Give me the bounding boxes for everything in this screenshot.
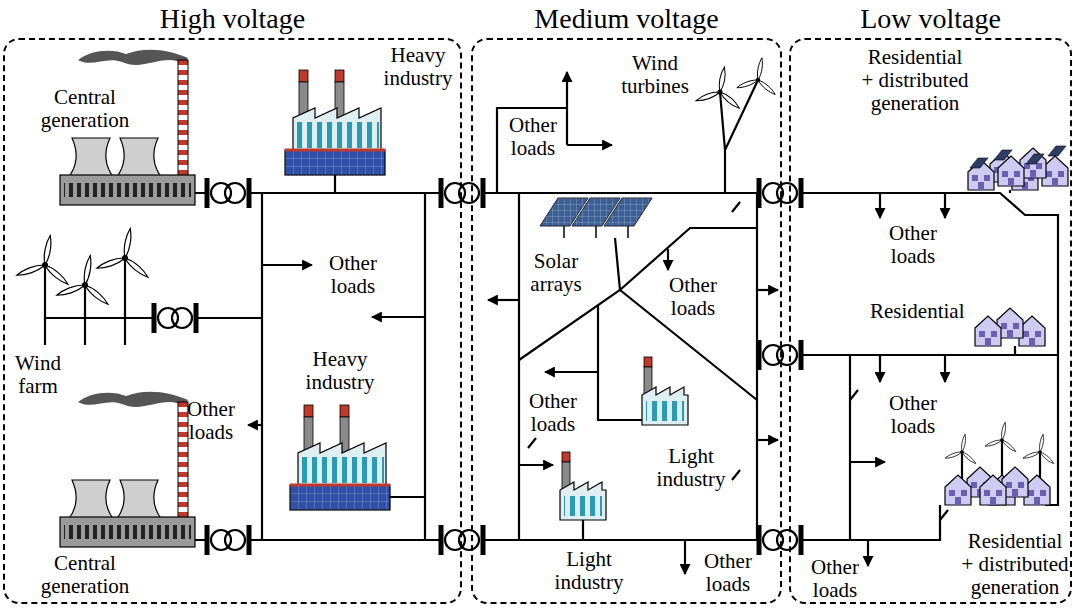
lv-network bbox=[801, 354, 1058, 356]
mv-network bbox=[598, 305, 642, 420]
lv-network bbox=[879, 355, 881, 382]
component-label: Wind turbines bbox=[615, 52, 695, 98]
mv-network bbox=[759, 178, 801, 208]
hv-network bbox=[290, 405, 390, 510]
mv-network bbox=[483, 57, 801, 574]
lv-network bbox=[867, 540, 869, 566]
mv-network bbox=[488, 299, 519, 301]
component-label: Other loads bbox=[878, 392, 948, 438]
wind-houses-icon bbox=[945, 434, 977, 465]
component-label: Other loads bbox=[878, 222, 948, 268]
solar-array-icon bbox=[564, 226, 628, 238]
wind-turbines-icon bbox=[695, 66, 741, 110]
component-label: Light industry bbox=[548, 548, 630, 594]
mv-network bbox=[528, 202, 740, 480]
lv-network bbox=[801, 355, 940, 540]
hv-network bbox=[195, 175, 441, 540]
hv-network bbox=[154, 303, 196, 333]
wind-houses-icon bbox=[985, 422, 1017, 453]
lv-network bbox=[879, 193, 881, 218]
component-label: Light industry bbox=[650, 445, 732, 491]
component-label: Residential + distributed generation bbox=[960, 530, 1070, 599]
component-label: Other loads bbox=[660, 274, 726, 320]
component-label: Other loads bbox=[800, 556, 870, 602]
mv-network bbox=[519, 228, 757, 360]
wind-houses-icon bbox=[1023, 434, 1055, 465]
lv-network bbox=[944, 193, 946, 218]
hv-network bbox=[45, 318, 441, 540]
lv-network bbox=[1009, 190, 1011, 193]
mv-network bbox=[560, 452, 606, 520]
hv-network bbox=[441, 178, 483, 208]
solar-array-icon bbox=[604, 198, 652, 226]
mv-network bbox=[582, 520, 584, 540]
lv-network bbox=[1014, 346, 1016, 355]
hv-network bbox=[207, 178, 249, 208]
wind-houses-icon bbox=[980, 467, 1050, 505]
mv-network bbox=[567, 144, 612, 146]
hv-network bbox=[248, 424, 262, 426]
mv-network bbox=[545, 371, 598, 373]
region-heading: Medium voltage bbox=[473, 3, 780, 35]
component-label: Residential bbox=[870, 300, 964, 323]
wind-turbines-icon bbox=[695, 57, 776, 193]
wind-turbines-icon bbox=[736, 57, 776, 95]
solar-houses-icon bbox=[1048, 146, 1066, 156]
lv-network bbox=[975, 308, 1045, 346]
component-label: Wind farm bbox=[8, 352, 68, 398]
lv-network bbox=[944, 355, 946, 382]
solar-houses-icon bbox=[968, 146, 1068, 190]
wind-farm-icon bbox=[16, 228, 150, 345]
component-label: Other loads bbox=[500, 114, 566, 160]
mv-network bbox=[483, 193, 757, 540]
hv-network bbox=[60, 392, 195, 547]
mv-network bbox=[642, 357, 688, 425]
mv-network bbox=[667, 249, 669, 270]
hv-network bbox=[16, 50, 483, 555]
mv-network bbox=[519, 464, 553, 466]
hv-network bbox=[207, 525, 249, 555]
wind-farm-icon bbox=[56, 255, 110, 306]
component-label: Other loads bbox=[318, 252, 388, 298]
wind-farm-icon bbox=[16, 235, 70, 286]
wind-farm-icon bbox=[96, 228, 150, 279]
component-label: Central generation bbox=[30, 86, 140, 132]
component-label: Other loads bbox=[693, 550, 763, 596]
component-label: Heavy industry bbox=[378, 44, 458, 90]
mv-network bbox=[759, 340, 801, 370]
solar-array-icon bbox=[540, 198, 652, 238]
hv-network bbox=[285, 70, 385, 175]
component-label: Heavy industry bbox=[300, 348, 380, 394]
component-label: Solar arrays bbox=[522, 250, 590, 296]
component-label: Central generation bbox=[30, 552, 140, 598]
mv-network bbox=[566, 72, 568, 108]
component-label: Residential + distributed generation bbox=[860, 46, 970, 115]
lv-network bbox=[801, 193, 1058, 505]
mv-network bbox=[497, 108, 567, 193]
region-heading: Low voltage bbox=[791, 3, 1070, 35]
mv-network bbox=[759, 525, 801, 555]
component-label: Other loads bbox=[520, 390, 586, 436]
solar-houses-icon bbox=[994, 150, 1012, 160]
lv-network bbox=[850, 461, 885, 463]
hv-network bbox=[372, 316, 425, 318]
mv-network bbox=[615, 238, 620, 290]
lv-network bbox=[850, 390, 948, 520]
component-label: Other loads bbox=[178, 398, 244, 444]
mv-network bbox=[757, 439, 778, 441]
mv-network bbox=[757, 289, 778, 291]
hv-network bbox=[441, 525, 483, 555]
lv-network bbox=[801, 146, 1068, 566]
mv-network bbox=[684, 540, 686, 574]
region-heading: High voltage bbox=[5, 3, 460, 35]
solar-houses-icon bbox=[1026, 154, 1044, 164]
wind-houses-icon bbox=[945, 422, 1055, 505]
solar-houses-icon bbox=[970, 158, 988, 168]
hv-network bbox=[262, 264, 312, 266]
